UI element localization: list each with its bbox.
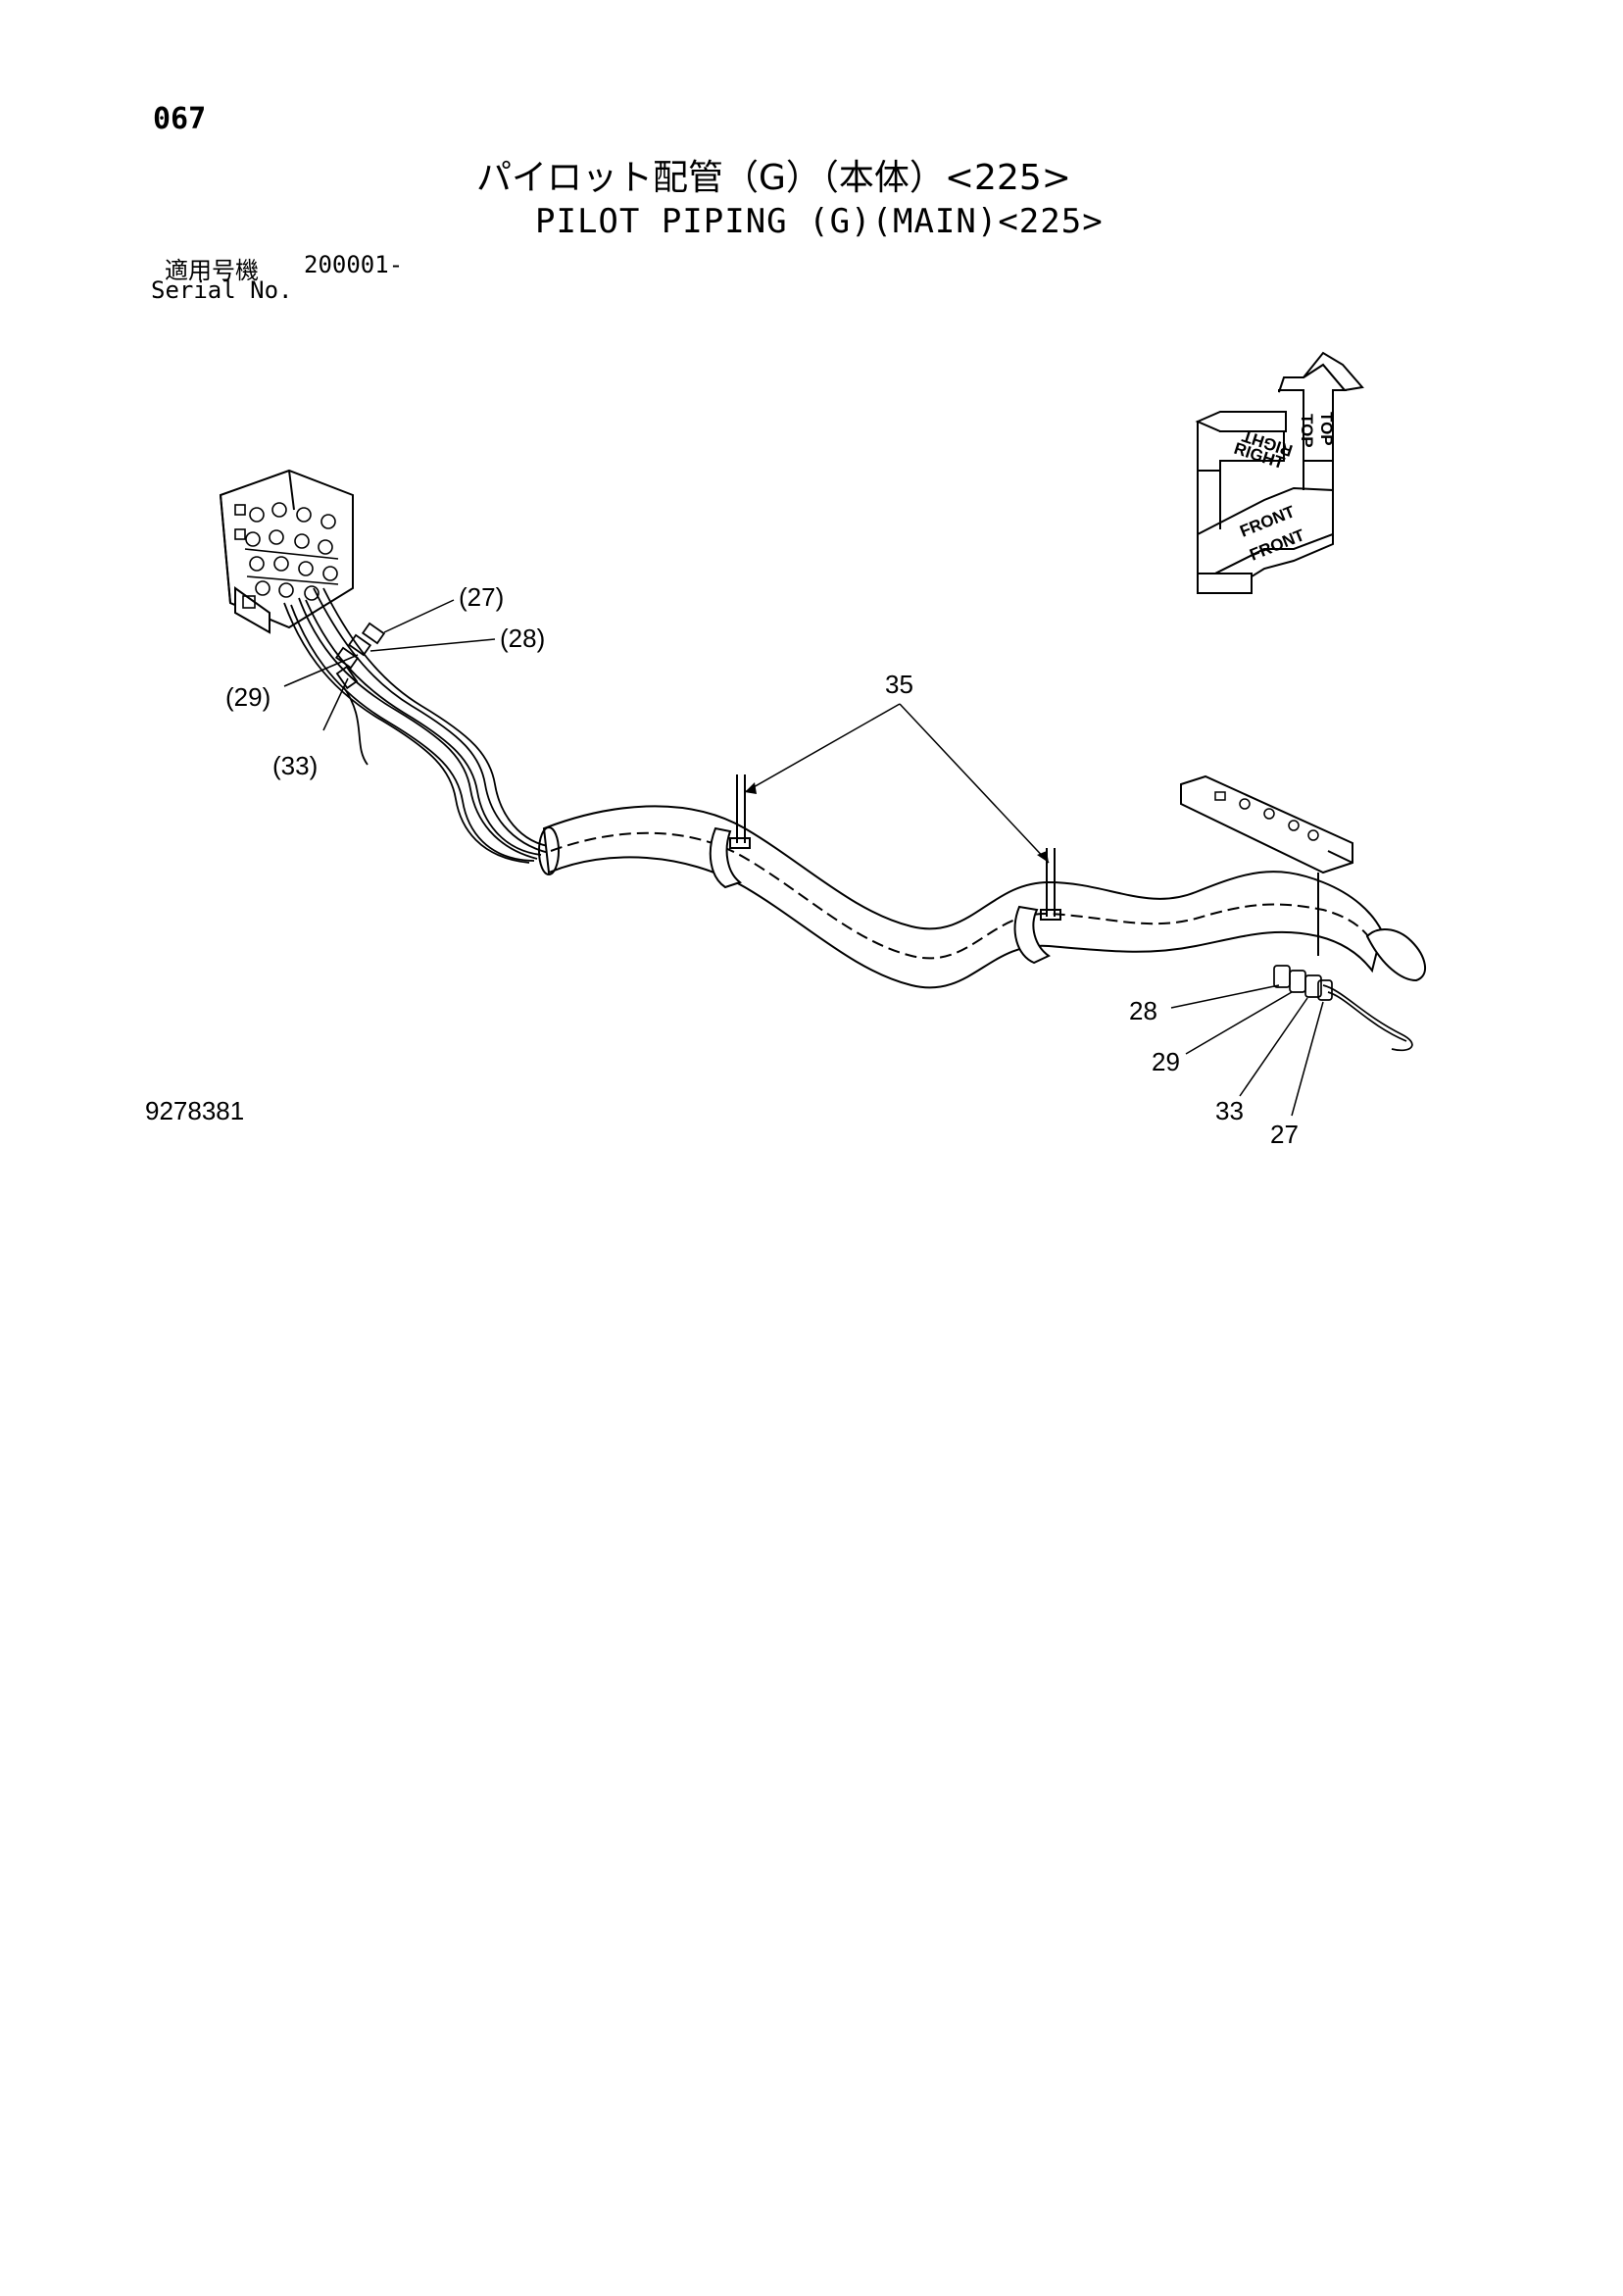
callout-27-paren: (27)	[459, 582, 504, 612]
dir-top-label-1: TOP	[1317, 412, 1336, 446]
serial-label-japanese: 適用号機	[165, 257, 259, 284]
clamps	[709, 774, 1061, 965]
callout-27: 27	[1270, 1120, 1299, 1149]
top-arrow-diagonal	[1303, 351, 1364, 392]
serial-range: 200001-	[304, 251, 404, 278]
callout-28: 28	[1129, 996, 1157, 1025]
top-arrow	[1278, 363, 1348, 462]
callout-35: 35	[885, 670, 913, 699]
page-number: 067	[153, 102, 207, 136]
right-arrow-top	[1195, 411, 1287, 432]
callout-29-paren: (29)	[225, 682, 270, 712]
leader-lines	[283, 599, 1324, 1117]
right-fittings	[1273, 965, 1413, 1052]
pilot-piping-diagram: TOP TOP RIGHT RIGHT FRONT FRONT	[219, 351, 1426, 1149]
title-english: PILOT PIPING (G)(MAIN)<225>	[535, 202, 1104, 241]
title-japanese: パイロット配管（G）（本体）<225>	[476, 158, 1071, 198]
callout-28-paren: (28)	[500, 624, 545, 653]
callout-33: 33	[1215, 1096, 1244, 1125]
main-sleeve	[538, 805, 1426, 989]
dir-top-label-2: TOP	[1298, 414, 1316, 448]
right-bracket	[1180, 774, 1353, 956]
callout-33-paren: (33)	[272, 751, 318, 780]
drawing-number: 9278381	[145, 1096, 245, 1125]
callout-29: 29	[1152, 1047, 1180, 1076]
left-valve-block	[219, 469, 354, 634]
serial-label-english: Serial No.	[151, 276, 293, 304]
direction-indicator: TOP TOP RIGHT RIGHT FRONT FRONT	[1195, 351, 1364, 594]
left-hoses	[283, 587, 555, 864]
